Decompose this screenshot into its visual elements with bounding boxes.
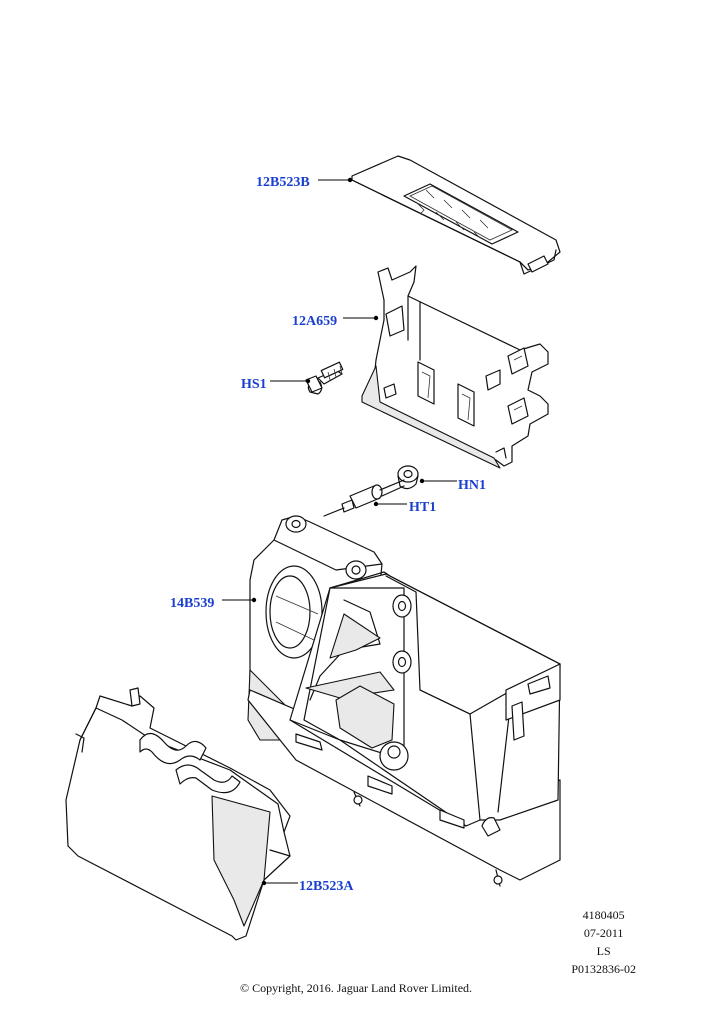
callout-ht1: HT1 — [373, 500, 436, 515]
bracket-part — [361, 265, 549, 469]
housing-part — [247, 515, 561, 887]
callout-12b523a: 12B523A — [261, 879, 354, 894]
illustration-initials: LS — [596, 944, 611, 958]
lower-cover-part — [65, 687, 291, 941]
illustration-number: 4180405 — [582, 908, 625, 922]
label-12b523a[interactable]: 12B523A — [299, 879, 354, 894]
screw-part — [305, 361, 344, 395]
label-ht1[interactable]: HT1 — [409, 500, 436, 515]
callout-hs1: HS1 — [241, 377, 311, 392]
callout-14b539: 14B539 — [170, 596, 257, 611]
callout-12a659: 12A659 — [292, 314, 379, 329]
illustration-info: 4180405 07-2011 LS P0132836-02 — [571, 906, 636, 978]
callout-hn1: HN1 — [419, 478, 486, 493]
illustration-date: 07-2011 — [583, 926, 624, 940]
label-hn1[interactable]: HN1 — [458, 478, 486, 493]
label-hs1[interactable]: HS1 — [241, 377, 267, 392]
illustration-reference: P0132836-02 — [571, 962, 636, 976]
copyright-notice: © Copyright, 2016. Jaguar Land Rover Lim… — [239, 981, 473, 995]
stud-part — [323, 479, 405, 517]
label-12b523b[interactable]: 12B523B — [256, 175, 310, 190]
callout-12b523b: 12B523B — [256, 175, 353, 190]
label-14b539[interactable]: 14B539 — [170, 596, 214, 611]
nut-part — [397, 465, 419, 490]
top-cover-part — [351, 155, 561, 275]
label-12a659[interactable]: 12A659 — [292, 314, 337, 329]
